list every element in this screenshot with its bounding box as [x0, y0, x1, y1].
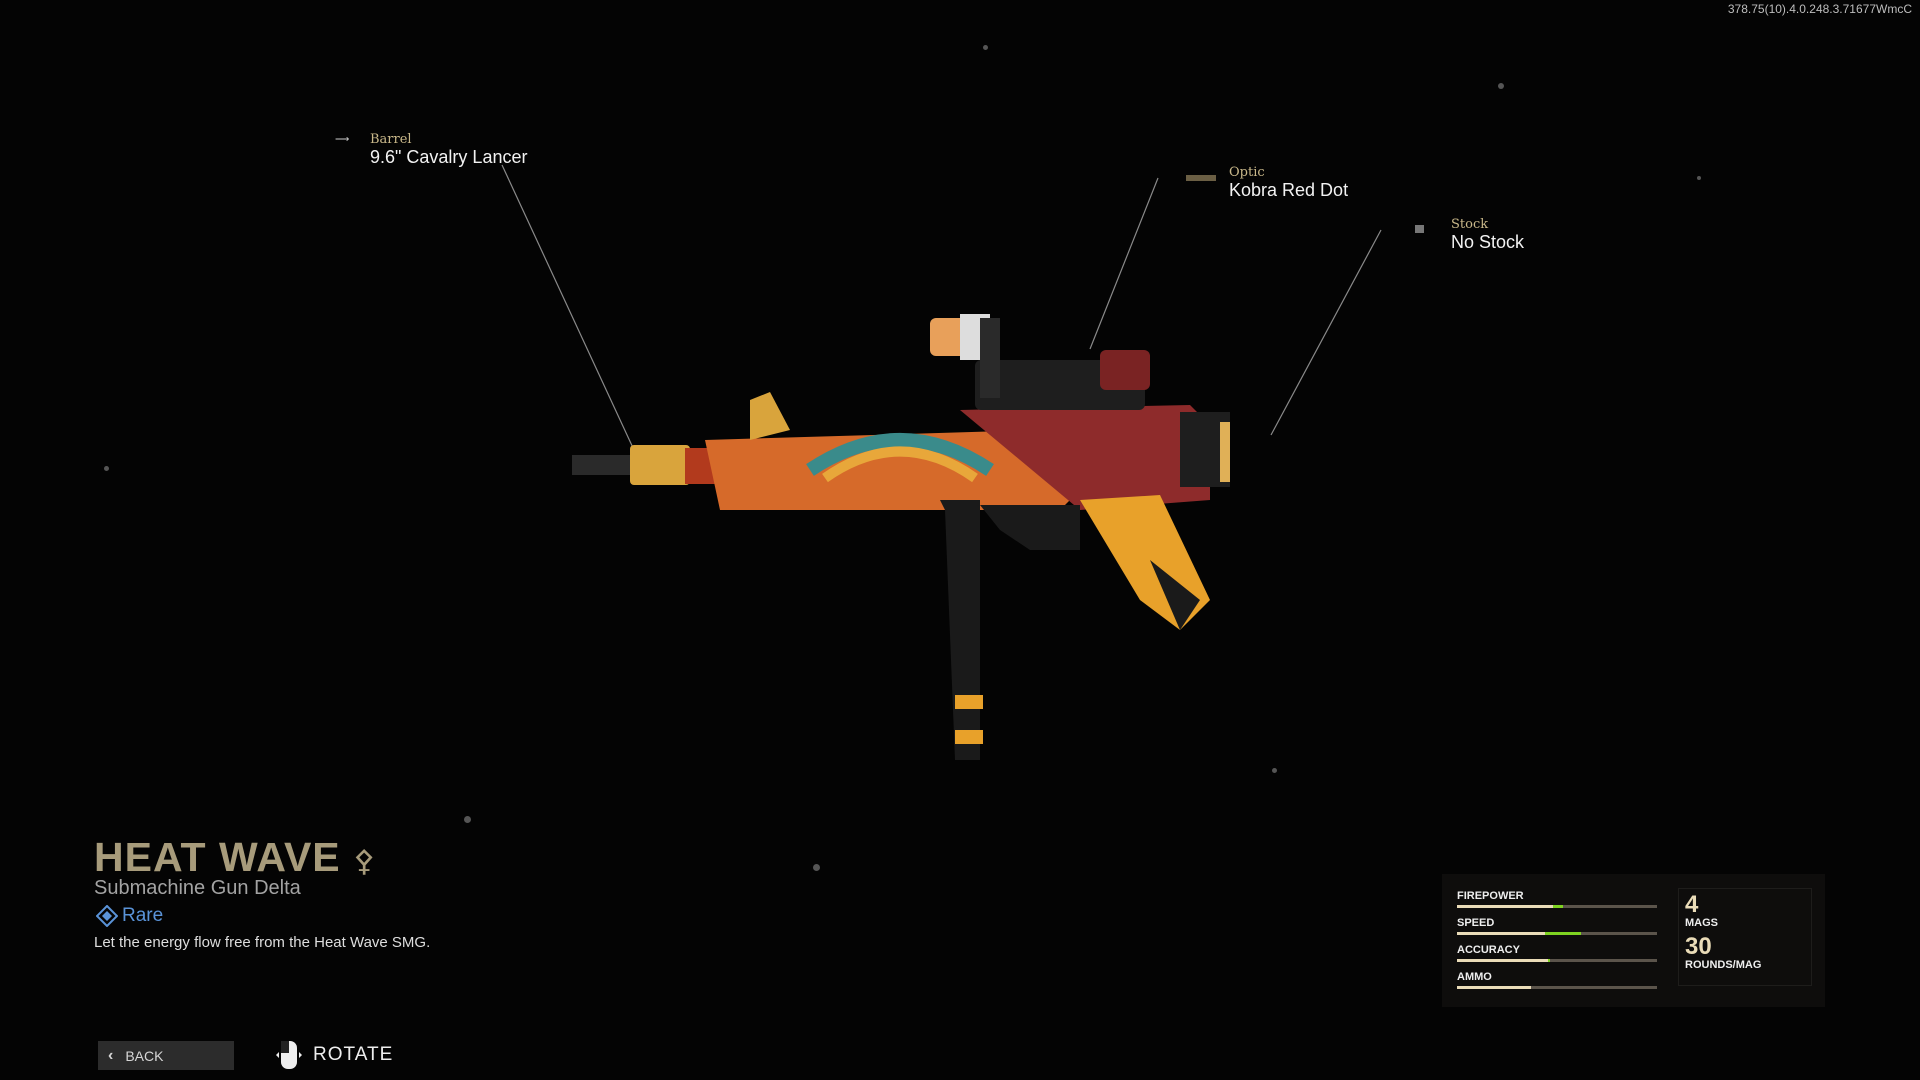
rotate-label: ROTATE	[313, 1044, 394, 1065]
stat-bar-base	[1457, 959, 1548, 962]
particle	[104, 466, 109, 471]
attachment-stock[interactable]: Stock No Stock	[1415, 217, 1524, 253]
stat-label: ACCURACY	[1457, 944, 1520, 956]
weapon-rarity: Rare	[96, 905, 163, 927]
rotate-control[interactable]: ROTATE	[275, 1040, 393, 1070]
attachment-name: Kobra Red Dot	[1229, 180, 1349, 200]
mouse-icon	[276, 1041, 302, 1069]
particle	[983, 45, 988, 50]
compass-icon: ⚴	[353, 845, 377, 878]
attachment-type: Stock	[1451, 217, 1489, 232]
stat-bar-bonus	[1553, 905, 1563, 908]
particle	[1498, 83, 1504, 89]
attachment-barrel[interactable]: ⟶ Barrel 9.6" Cavalry Lancer	[335, 132, 527, 168]
build-string: 378.75(10).4.0.248.3.71677WmcC	[1727, 2, 1912, 16]
rarity-label: Rare	[122, 905, 164, 926]
attachment-type: Optic	[1229, 165, 1265, 180]
chevron-left-icon: ‹	[108, 1046, 114, 1064]
rarity-diamond-icon	[96, 905, 118, 927]
stat-bar	[1457, 959, 1657, 962]
attachment-type: Barrel	[370, 132, 412, 147]
optic-icon	[1186, 175, 1216, 181]
weapon-name: HEAT WAVE ⚴	[94, 834, 376, 881]
ammo-box: 4 MAGS 30 ROUNDS/MAG	[1678, 888, 1812, 986]
attachment-name: 9.6" Cavalry Lancer	[370, 147, 528, 167]
barrel-icon: ⟶	[335, 134, 350, 145]
stat-speed: SPEED	[1457, 917, 1657, 935]
stat-ammo: AMMO	[1457, 971, 1657, 989]
particle	[1697, 176, 1701, 180]
stock-icon	[1415, 225, 1424, 233]
weapon-class: Submachine Gun Delta	[94, 877, 301, 899]
stat-bar	[1457, 932, 1657, 935]
rounds-value: 30	[1685, 933, 1712, 960]
mags-label: MAGS	[1685, 917, 1718, 929]
stat-bar-base	[1457, 986, 1531, 989]
attachment-optic[interactable]: Optic Kobra Red Dot	[1186, 165, 1348, 201]
stat-bar-base	[1457, 905, 1553, 908]
rounds-label: ROUNDS/MAG	[1685, 959, 1762, 971]
weapon-model[interactable]	[560, 300, 1280, 770]
stat-bar	[1457, 905, 1657, 908]
mags-value: 4	[1685, 891, 1699, 918]
stat-bar-base	[1457, 932, 1545, 935]
back-button[interactable]: ‹ BACK	[98, 1041, 234, 1070]
particle	[813, 864, 820, 871]
stat-label: SPEED	[1457, 917, 1495, 929]
back-label: BACK	[125, 1047, 164, 1064]
stat-label: FIREPOWER	[1457, 890, 1524, 902]
particle	[464, 816, 471, 823]
stat-label: AMMO	[1457, 971, 1492, 983]
weapon-description: Let the energy flow free from the Heat W…	[94, 934, 431, 951]
particle	[1272, 768, 1277, 773]
stat-bar-bonus	[1545, 932, 1581, 935]
stat-bar	[1457, 986, 1657, 989]
stat-accuracy: ACCURACY	[1457, 944, 1657, 962]
weapon-name-text: HEAT WAVE	[94, 834, 341, 880]
stat-firepower: FIREPOWER	[1457, 890, 1657, 908]
attachment-name: No Stock	[1451, 232, 1525, 252]
stat-bar-bonus	[1548, 959, 1550, 962]
weapon-stats-panel: FIREPOWER SPEED ACCURACY AMMO 4 MAGS 30 …	[1442, 874, 1825, 1007]
